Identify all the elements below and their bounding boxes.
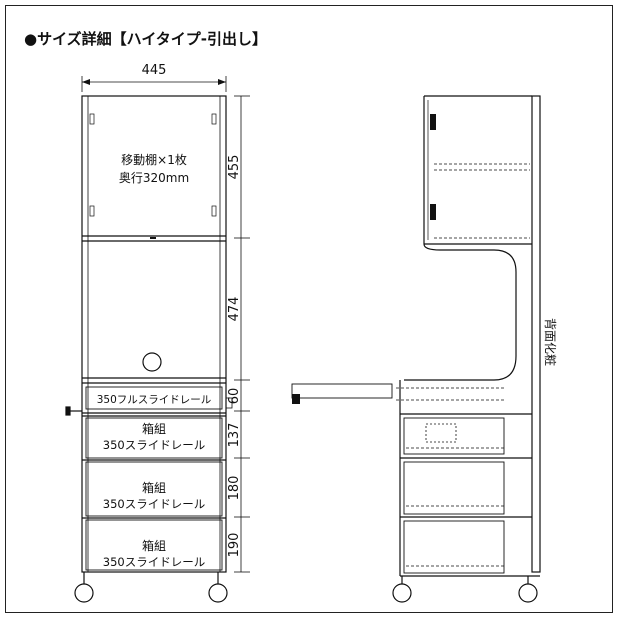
height-dimensions <box>234 95 250 573</box>
front-drawer-3 <box>85 519 223 571</box>
cable-hole <box>142 352 162 372</box>
side-slide-shelf <box>291 383 393 399</box>
width-label: 445 <box>142 63 167 78</box>
front-drawer-1 <box>85 417 223 459</box>
side-caster-front <box>392 583 412 603</box>
dim-180: 180 <box>227 476 242 501</box>
front-slide-shelf <box>85 386 223 410</box>
dim-60: 60 <box>227 388 242 405</box>
front-view <box>65 95 233 603</box>
side-curved-opening <box>404 243 517 381</box>
front-drawer-2 <box>85 461 223 517</box>
page-title: ●サイズ詳細【ハイタイプ-引出し】 <box>24 30 267 48</box>
drawer-2-rail: 350スライドレール <box>103 497 205 511</box>
drawer-3-rail: 350スライドレール <box>103 555 205 569</box>
shelf-label-2: 奥行320mm <box>119 171 189 185</box>
shelf-label-1: 移動棚×1枚 <box>121 152 187 167</box>
dim-137: 137 <box>227 423 242 448</box>
front-caster-right <box>208 583 228 603</box>
drawer-1-title: 箱組 <box>142 421 166 436</box>
side-caster-back <box>518 583 538 603</box>
side-back-panel <box>531 95 541 573</box>
drawer-3-title: 箱組 <box>142 538 166 553</box>
drawer-2-title: 箱組 <box>142 480 166 495</box>
side-drawer-1 <box>403 417 505 455</box>
front-caster-left <box>74 583 94 603</box>
dim-474: 474 <box>227 297 242 322</box>
dim-455: 455 <box>227 155 242 180</box>
dim-190: 190 <box>227 533 242 558</box>
drawer-1-rail: 350スライドレール <box>103 438 205 452</box>
front-cabinet-outline <box>81 95 227 573</box>
side-view <box>291 95 541 603</box>
slide-rail-label: 350フルスライドレール <box>97 394 212 406</box>
side-drawer-3 <box>403 520 505 574</box>
back-panel-label: 背面化粧 <box>543 318 557 366</box>
side-drawer-2 <box>403 461 505 515</box>
frame-border <box>5 5 613 613</box>
width-dimension <box>81 76 227 92</box>
